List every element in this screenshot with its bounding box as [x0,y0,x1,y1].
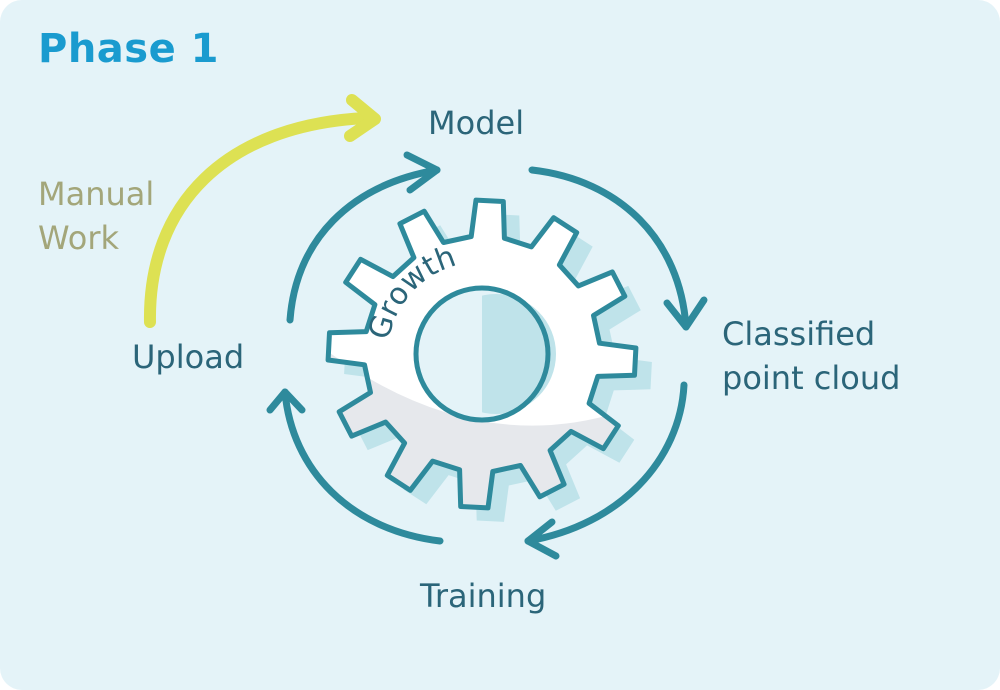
cycle-arrow-model-to-classified [528,166,708,331]
label-training: Training [420,577,547,615]
cycle-arrow-classified-to-training [524,381,688,560]
label-model: Model [428,104,525,142]
label-upload: Upload [132,338,245,376]
label-classified-line2: point cloud [722,359,901,397]
label-manual-line2: Work [38,219,120,257]
cycle-arrow-upload-to-model [286,151,441,324]
phase-title: Phase 1 [38,26,219,72]
label-manual-line1: Manual [38,175,155,213]
manual-arrow [143,94,381,328]
cycle-arrow-training-to-upload [266,388,444,545]
label-classified-line1: Classified [722,315,876,353]
